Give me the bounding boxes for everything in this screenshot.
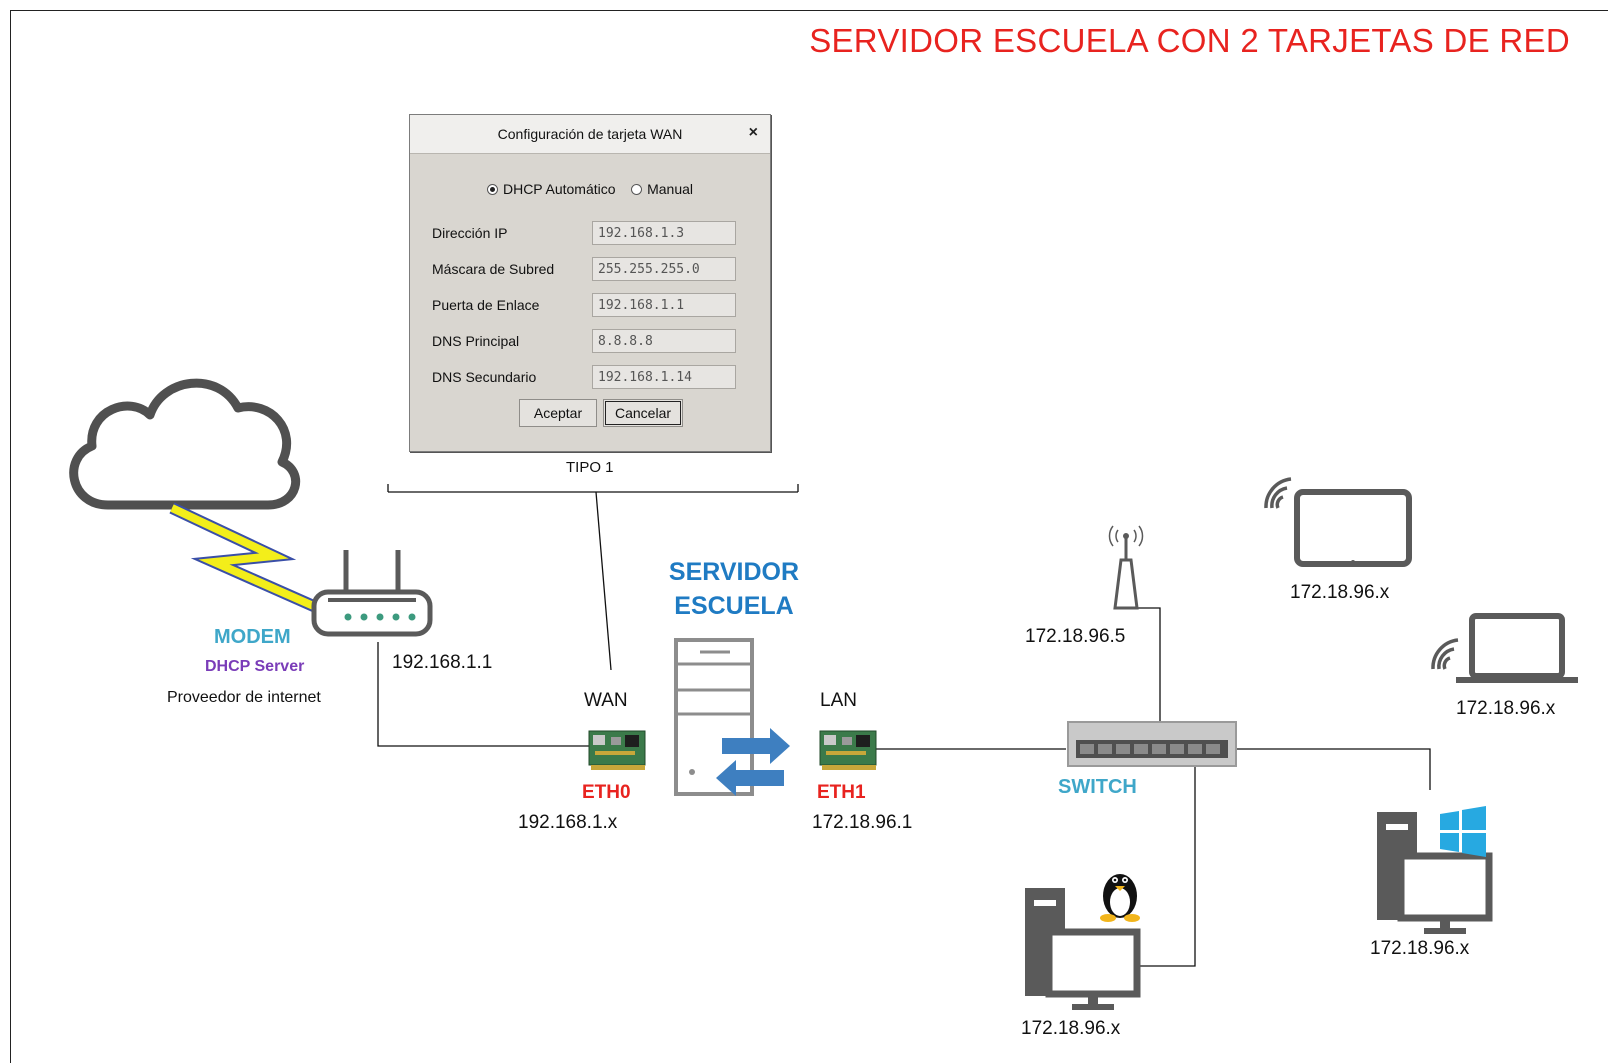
close-icon[interactable]: × — [748, 124, 758, 141]
mask-field[interactable]: 255.255.255.0 — [592, 257, 736, 281]
wifi-icon-tablet — [1264, 477, 1292, 509]
accept-button[interactable]: Aceptar — [519, 399, 597, 427]
radio-dhcp-label: DHCP Automático — [502, 181, 616, 197]
modem-name: MODEM — [214, 626, 291, 648]
gateway-label: Puerta de Enlace — [432, 297, 540, 313]
server-name-line1: SERVIDOR — [668, 558, 800, 586]
switch-label: SWITCH — [1058, 776, 1137, 798]
cloud-icon — [69, 378, 301, 510]
radio-manual-label: Manual — [647, 181, 694, 197]
dns-secondary-label: DNS Secundario — [432, 369, 537, 385]
laptop-icon — [1456, 613, 1578, 683]
dns-primary-field[interactable]: 8.8.8.8 — [592, 329, 736, 353]
diagram-title: SERVIDOR ESCUELA CON 2 TARJETAS DE RED — [809, 22, 1570, 59]
server-icon — [674, 638, 790, 796]
wan-iface-label: ETH0 — [582, 782, 631, 803]
dialog-caption: TIPO 1 — [566, 459, 614, 476]
mask-label: Máscara de Subred — [432, 261, 555, 277]
lan-ip: 172.18.96.1 — [812, 812, 913, 833]
linux-pc-ip: 172.18.96.x — [1021, 1018, 1121, 1039]
radio-checked-icon — [486, 183, 498, 195]
ip-label: Dirección IP — [432, 225, 508, 241]
dhcp-mode-radios: DHCP Automático Manual — [410, 181, 770, 197]
antenna-icon — [1108, 525, 1144, 610]
radio-dhcp[interactable]: DHCP Automático — [486, 181, 616, 197]
tablet-icon — [1294, 489, 1412, 567]
lightning-icon — [169, 502, 321, 614]
windows-logo-icon — [1440, 806, 1486, 857]
wan-label: WAN — [584, 690, 628, 711]
server-name-line2: ESCUELA — [674, 592, 794, 620]
linux-tux-icon — [1100, 874, 1140, 922]
tipo-bracket — [387, 484, 799, 671]
access-point-ip: 172.18.96.5 — [1025, 626, 1126, 647]
modem-provider: Proveedor de internet — [167, 689, 321, 706]
modem-icon — [311, 550, 433, 637]
dialog-title: Configuración de tarjeta WAN — [497, 126, 683, 142]
link-modem-wan — [377, 642, 592, 747]
laptop-ip: 172.18.96.x — [1456, 698, 1556, 719]
wifi-icon-laptop — [1431, 638, 1459, 670]
switch-icon — [1067, 721, 1237, 767]
radio-manual[interactable]: Manual — [631, 181, 693, 197]
lan-label: LAN — [820, 690, 857, 711]
desktop-icon-linux — [1025, 888, 1141, 1010]
desktop-icon-windows — [1377, 812, 1493, 934]
lan-iface-label: ETH1 — [817, 782, 866, 803]
nic-icon-wan — [588, 730, 646, 770]
tablet-ip: 172.18.96.x — [1290, 582, 1390, 603]
dns-primary-label: DNS Principal — [432, 333, 520, 349]
dns-secondary-field[interactable]: 192.168.1.14 — [592, 365, 736, 389]
link-switch-ap — [1130, 607, 1161, 745]
ip-field[interactable]: 192.168.1.3 — [592, 221, 736, 245]
wan-ip: 192.168.1.x — [518, 812, 618, 833]
modem-role: DHCP Server — [205, 658, 305, 675]
link-switch-windows — [1234, 748, 1431, 790]
radio-unchecked-icon — [631, 183, 643, 195]
modem-ip: 192.168.1.1 — [392, 652, 493, 673]
dialog-titlebar: Configuración de tarjeta WAN × — [410, 115, 770, 154]
windows-pc-ip: 172.18.96.x — [1370, 938, 1470, 959]
cancel-button[interactable]: Cancelar — [603, 399, 683, 427]
nic-icon-lan — [819, 730, 877, 770]
gateway-field[interactable]: 192.168.1.1 — [592, 293, 736, 317]
diagram-frame — [10, 10, 1608, 1063]
link-switch-linux — [1140, 755, 1196, 967]
wan-config-dialog: Configuración de tarjeta WAN × DHCP Auto… — [409, 114, 771, 452]
